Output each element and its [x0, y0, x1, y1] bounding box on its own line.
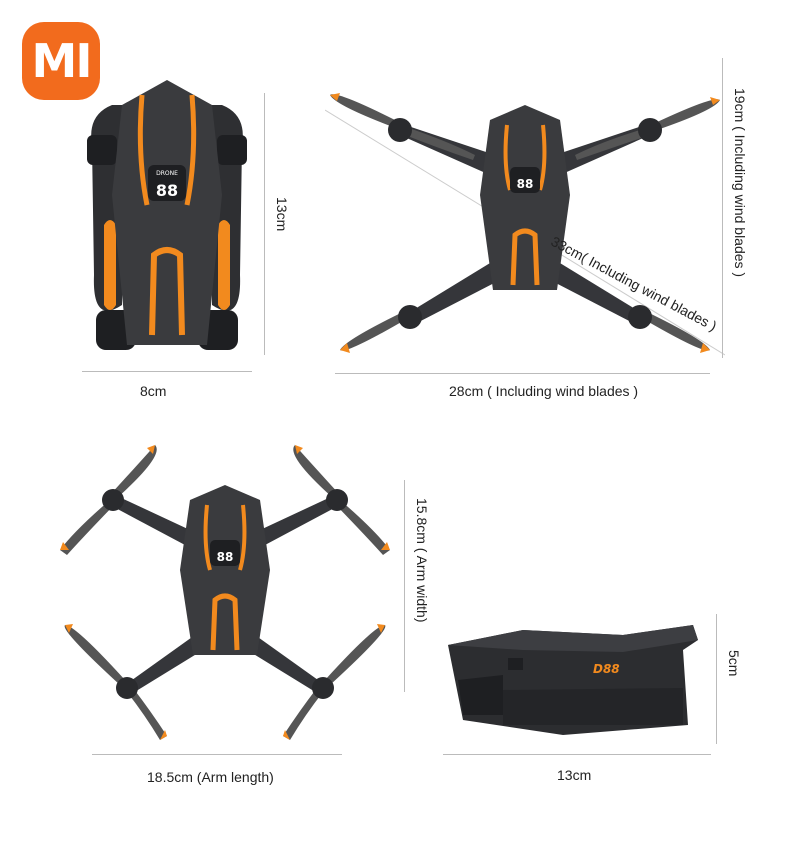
side-height-line — [716, 614, 717, 744]
logo-text: MI — [31, 34, 93, 88]
unfolded-drone-image: 88 — [325, 93, 725, 356]
arm-width-label: 15.8cm ( Arm width) — [414, 498, 430, 623]
folded-drone-image: DRONE 88 — [87, 80, 247, 350]
unfolded-width-label: 28cm ( Including wind blades ) — [449, 383, 639, 399]
side-height-label: 5cm — [726, 650, 742, 677]
arm-length-label: 18.5cm (Arm length) — [147, 769, 274, 785]
drone-model-badge: 88 — [156, 181, 178, 200]
mi-logo: MI — [22, 22, 100, 100]
side-length-label: 13cm — [557, 767, 592, 783]
side-length-line — [443, 754, 711, 755]
side-drone-image: D88 — [448, 625, 698, 735]
arm-width-line — [404, 480, 405, 692]
unfolded-width-line — [335, 373, 710, 374]
folded-height-line — [264, 93, 265, 355]
drone-model-badge-3: 88 — [217, 550, 234, 564]
unfolded-height-line — [722, 58, 723, 358]
drone-model-badge-2: 88 — [517, 177, 534, 191]
side-model-badge: D88 — [593, 662, 620, 676]
unfolded-height-label: 19cm ( Including wind blades ) — [732, 88, 748, 278]
folded-width-label: 8cm — [140, 383, 167, 399]
folded-height-label: 13cm — [274, 197, 290, 232]
drone-brand-text: DRONE — [156, 170, 178, 177]
arm-length-line — [92, 754, 342, 755]
arm-drone-image: 88 — [60, 444, 390, 740]
folded-width-line — [82, 371, 252, 372]
